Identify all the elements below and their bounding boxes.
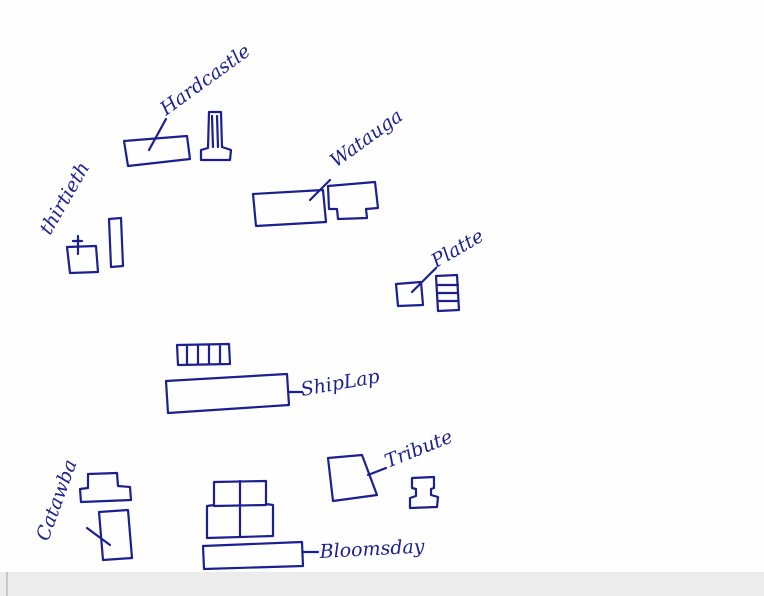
bloomsday-building-block xyxy=(207,481,273,538)
catawba-leader-line xyxy=(87,528,110,545)
tribute-pedestal-unit xyxy=(410,477,438,508)
tribute-label: Tribute xyxy=(382,426,456,473)
platte-group: Platte xyxy=(396,225,488,311)
tribute-shape xyxy=(328,455,377,501)
scan-bottom-strip xyxy=(0,572,764,596)
shiplap-building-rect xyxy=(166,374,289,413)
bloomsday-label: Bloomsday xyxy=(318,536,425,564)
thirtieth-leader-mark xyxy=(73,236,82,254)
hardcastle-tower-lines xyxy=(212,116,218,147)
hardcastle-label: Hardcastle xyxy=(155,40,254,121)
thirtieth-label: thirtieth xyxy=(35,158,94,238)
shiplap-label: ShipLap xyxy=(299,365,381,400)
watauga-adjacent-block xyxy=(328,182,378,219)
hardcastle-leader-line xyxy=(149,119,166,150)
bloomsday-base-rect xyxy=(203,542,303,569)
watauga-group: Watauga xyxy=(253,105,407,226)
thirtieth-tall-rect xyxy=(109,218,123,267)
thirtieth-small-square xyxy=(67,246,98,273)
watauga-label: Watauga xyxy=(326,105,407,172)
tribute-leader-line xyxy=(368,468,386,475)
catawba-lower-rect xyxy=(99,510,132,560)
thirtieth-group: thirtieth xyxy=(35,158,123,273)
scan-edge-mark xyxy=(6,572,8,596)
platte-leader-line xyxy=(412,268,436,292)
hardcastle-group: Hardcastle xyxy=(124,40,255,166)
catawba-label: Catawba xyxy=(32,457,82,544)
hardcastle-tower xyxy=(201,112,231,160)
hand-drawn-site-plan: Hardcastle thirtieth Watauga Platte xyxy=(0,0,764,572)
tribute-group: Tribute xyxy=(328,426,456,508)
platte-label: Platte xyxy=(427,225,488,273)
shiplap-slatted-unit xyxy=(177,344,230,365)
shiplap-group: ShipLap xyxy=(166,344,381,413)
catawba-upper-block xyxy=(80,473,131,502)
platte-stacked-unit xyxy=(436,275,459,311)
hardcastle-building-rect xyxy=(124,136,190,166)
bloomsday-group: Bloomsday xyxy=(203,481,425,569)
catawba-group: Catawba xyxy=(32,457,132,560)
